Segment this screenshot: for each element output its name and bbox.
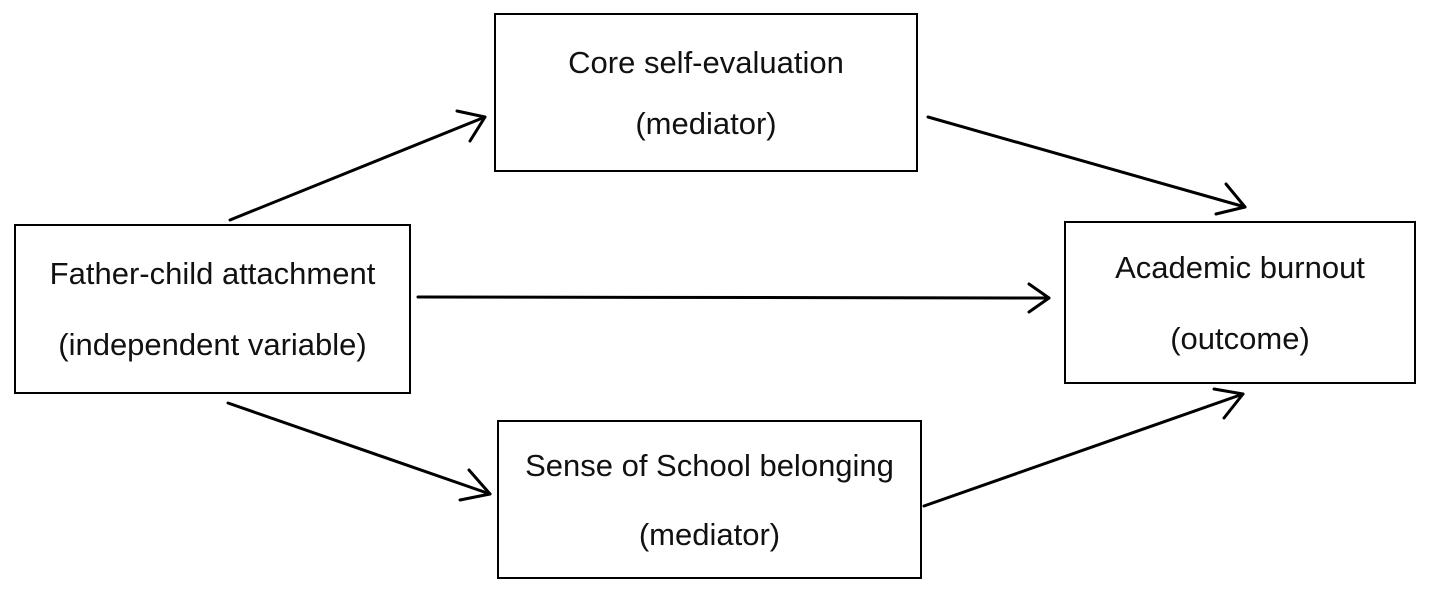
- node-father-child-attachment: Father-child attachment (independent var…: [14, 224, 411, 394]
- arrow-father-to-academic: [416, 282, 1051, 314]
- node-academic-burnout: Academic burnout (outcome): [1064, 221, 1416, 384]
- node-label: Core self-evaluation: [568, 44, 844, 80]
- node-role: (outcome): [1170, 320, 1310, 356]
- node-sense-of-school-belonging: Sense of School belonging (mediator): [497, 420, 922, 579]
- arrow-father-to-core: [228, 109, 487, 222]
- node-core-self-evaluation: Core self-evaluation (mediator): [494, 13, 918, 172]
- node-label: Father-child attachment: [49, 256, 376, 291]
- node-role: (independent variable): [58, 327, 367, 362]
- node-role: (mediator): [635, 105, 777, 141]
- node-label: Sense of School belonging: [525, 447, 894, 483]
- arrow-school-to-academic: [922, 387, 1245, 508]
- arrow-core-to-academic: [926, 115, 1247, 216]
- arrow-father-to-school: [226, 401, 492, 502]
- node-label: Academic burnout: [1115, 249, 1365, 285]
- node-role: (mediator): [638, 516, 781, 552]
